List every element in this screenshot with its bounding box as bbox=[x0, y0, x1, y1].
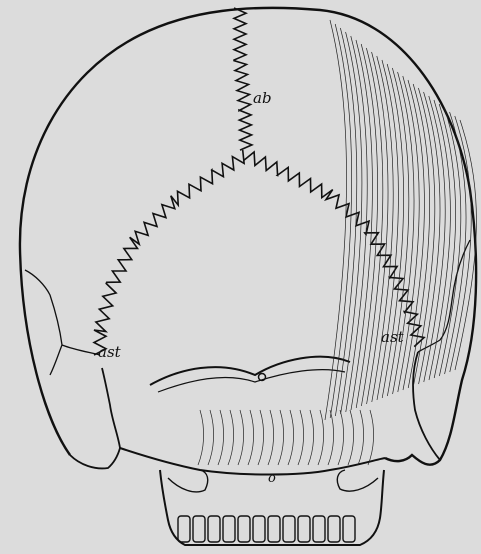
label-ast-right: ast bbox=[381, 330, 404, 345]
label-ast-left: ast bbox=[98, 345, 121, 360]
label-ab: ab bbox=[253, 91, 272, 106]
label-o: o bbox=[268, 472, 276, 485]
